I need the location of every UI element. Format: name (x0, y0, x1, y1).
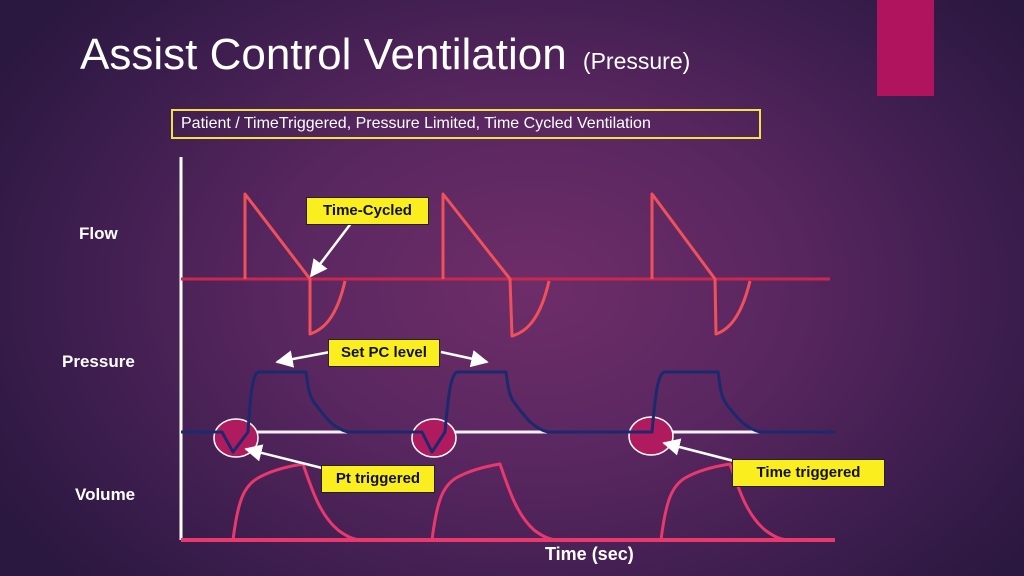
volume-wave-breath-3 (659, 462, 788, 542)
flow-wave-breath-3 (650, 192, 752, 336)
volume-label: Volume (75, 485, 136, 504)
pressure-label: Pressure (62, 352, 135, 371)
pressure-wave-breath-2 (398, 370, 635, 454)
title-main: Assist Control Ventilation (80, 30, 567, 79)
accent-bar (877, 0, 934, 96)
time-triggered-arrow (662, 438, 735, 463)
set-pc-level-arrow-right (440, 350, 489, 368)
volume-wave-breath-2 (430, 462, 557, 542)
subtitle-box: Patient / TimeTriggered, Pressure Limite… (171, 109, 761, 139)
time-cycled-arrow (309, 221, 353, 278)
time-triggered-callout: Time triggered (732, 459, 885, 487)
set-pc-level-callout: Set PC level (328, 339, 440, 367)
flow-label: Flow (79, 224, 118, 243)
flow-wave-breath-2 (441, 192, 551, 338)
set-pc-level-arrow-left (275, 350, 331, 368)
slide-title: Assist Control Ventilation (Pressure) (80, 30, 690, 80)
trigger-marker-3 (628, 416, 674, 456)
x-axis-title: Time (sec) (545, 544, 634, 564)
pt-triggered-arrow (244, 444, 331, 472)
pressure-wave-breath-3 (635, 370, 835, 434)
time-cycled-callout: Time-Cycled (306, 197, 429, 225)
title-qualifier: (Pressure) (582, 48, 691, 74)
pt-triggered-callout: Pt triggered (321, 465, 435, 493)
pressure-wave-breath-1 (181, 370, 398, 454)
flow-wave-breath-1 (243, 192, 347, 336)
